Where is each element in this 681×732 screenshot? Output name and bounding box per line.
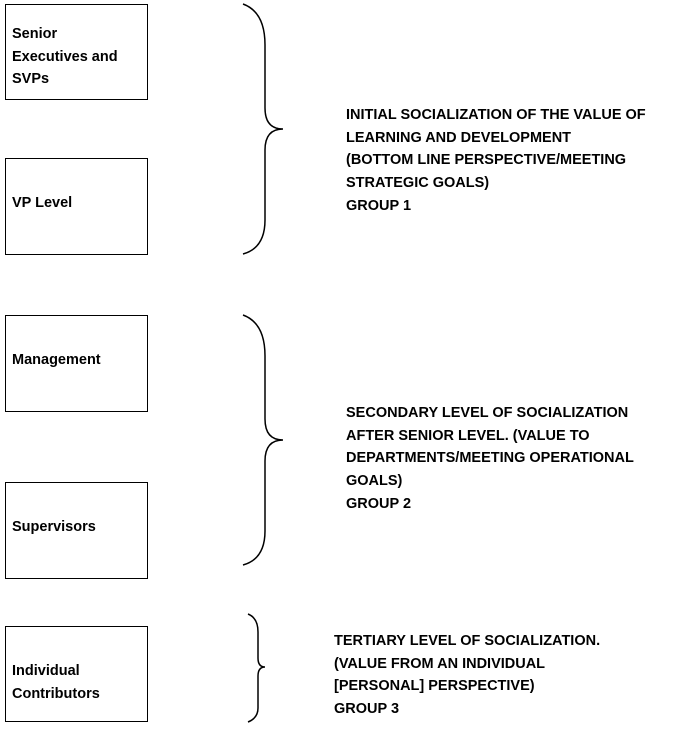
brace-group-3: [247, 613, 266, 723]
desc-line: INITIAL SOCIALIZATION OF THE VALUE OF: [346, 107, 646, 123]
desc-line: TERTIARY LEVEL OF SOCIALIZATION.: [334, 633, 601, 649]
box-label: VP Level: [12, 195, 73, 211]
group-2-description: SECONDARY LEVEL OF SOCIALIZATION AFTER S…: [346, 402, 634, 516]
desc-line: GROUP 3: [334, 701, 400, 718]
box-management: Management: [5, 315, 148, 412]
desc-line: DEPARTMENTS/MEETING OPERATIONAL: [346, 450, 634, 467]
label-line: Individual: [12, 663, 80, 679]
label-line: Senior: [12, 26, 58, 42]
box-label: Senior Executives and SVPs: [12, 23, 118, 91]
box-label: Individual Contributors: [12, 660, 100, 705]
box-label: Supervisors: [12, 519, 96, 535]
group-1-description: INITIAL SOCIALIZATION OF THE VALUE OF LE…: [346, 104, 646, 218]
desc-line: GOALS): [346, 473, 403, 490]
brace-group-2: [242, 314, 284, 566]
brace-group-1: [242, 3, 284, 255]
box-label: Management: [12, 352, 101, 368]
label-line: Executives and: [12, 48, 118, 65]
desc-line: GROUP 2: [346, 495, 412, 512]
desc-line: (VALUE FROM AN INDIVIDUAL: [334, 655, 546, 672]
group-3-description: TERTIARY LEVEL OF SOCIALIZATION. (VALUE …: [334, 630, 600, 721]
desc-line: AFTER SENIOR LEVEL. (VALUE TO: [346, 427, 590, 444]
desc-line: GROUP 1: [346, 197, 412, 214]
desc-line: [PERSONAL] PERSPECTIVE): [334, 678, 535, 695]
desc-line: SECONDARY LEVEL OF SOCIALIZATION: [346, 405, 629, 421]
box-vp-level: VP Level: [5, 158, 148, 255]
desc-line: STRATEGIC GOALS): [346, 175, 490, 192]
box-senior-executives: Senior Executives and SVPs: [5, 4, 148, 100]
desc-line: LEARNING AND DEVELOPMENT: [346, 129, 572, 146]
box-supervisors: Supervisors: [5, 482, 148, 579]
label-line: SVPs: [12, 71, 50, 87]
label-line: Contributors: [12, 685, 100, 702]
desc-line: (BOTTOM LINE PERSPECTIVE/MEETING: [346, 152, 627, 169]
box-individual-contributors: Individual Contributors: [5, 626, 148, 722]
